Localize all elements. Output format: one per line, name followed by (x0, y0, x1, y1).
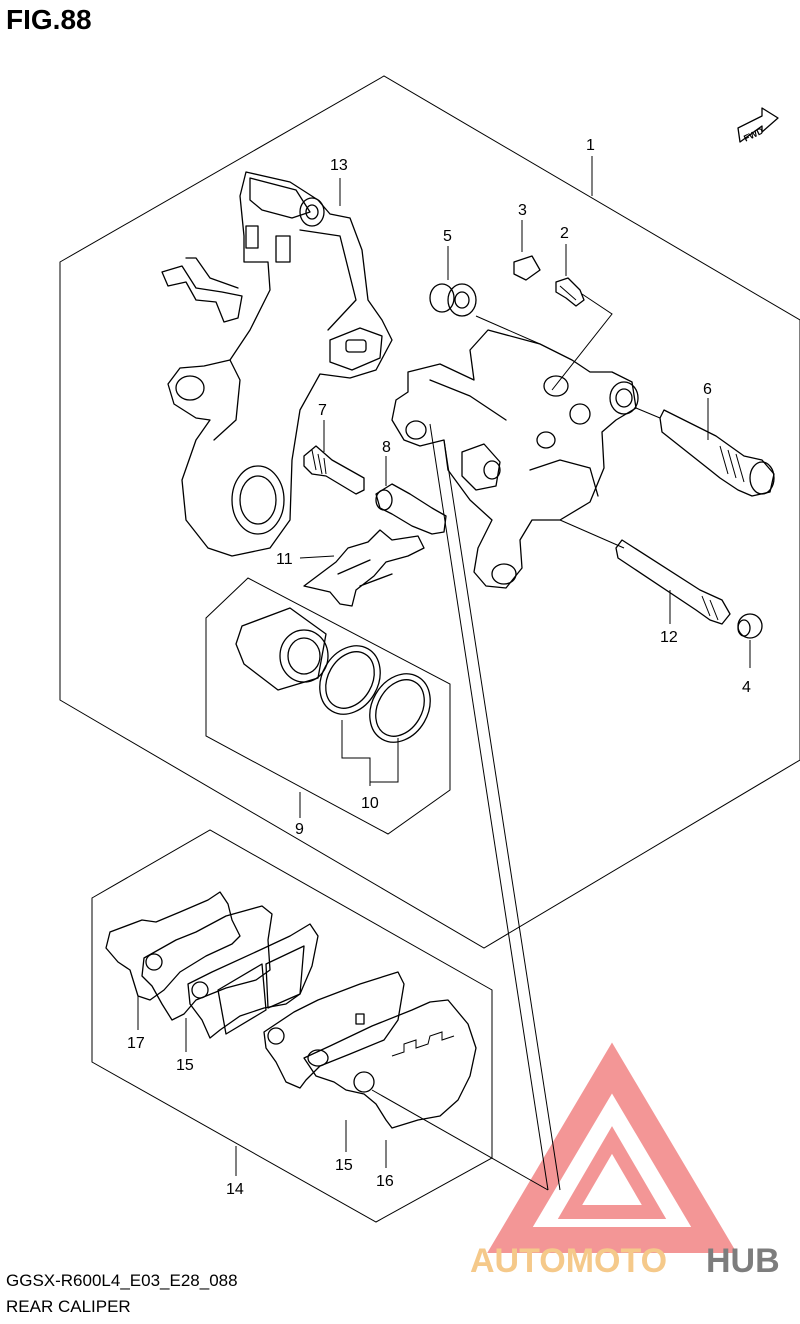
bracket-clip (161, 257, 243, 323)
bolt-7 (303, 445, 365, 495)
callout-5: 5 (443, 228, 452, 245)
callout-13: 13 (330, 157, 348, 174)
callout-16: 16 (376, 1173, 394, 1190)
callout-12: 12 (660, 629, 678, 646)
pad-spring-11 (303, 529, 425, 607)
shim-16 (303, 999, 477, 1129)
cap-3 (513, 255, 541, 281)
callout-3: 3 (518, 202, 527, 219)
rubber-cap-4 (737, 613, 763, 639)
brake-pad-middle (187, 923, 319, 1039)
callout-17: 17 (127, 1035, 145, 1052)
watermark-wordmark: AUTOMOTO HUB (470, 1242, 780, 1280)
brake-pad-15-lower (263, 971, 405, 1089)
callout-2: 2 (560, 225, 569, 242)
brand-part2: HUB (706, 1242, 780, 1280)
boot-5 (429, 283, 477, 317)
callout-labels: 1 2 3 4 5 6 7 8 9 10 11 12 13 14 15 15 1… (127, 137, 751, 1198)
figure-title: FIG.88 (6, 4, 92, 35)
pad-group-outline-14 (91, 829, 493, 1223)
piston-9 (235, 607, 329, 691)
callout-14: 14 (226, 1181, 244, 1198)
callout-8: 8 (382, 439, 391, 456)
slide-pin-6 (659, 409, 775, 497)
watermark-logo (487, 1042, 737, 1253)
shim-17 (105, 891, 241, 1001)
bushing-8 (375, 483, 447, 535)
callout-11: 11 (276, 551, 293, 568)
figure-code: GGSX-R600L4_E03_E28_088 (6, 1271, 238, 1290)
piston-group-outline-9 (205, 577, 451, 835)
callout-10: 10 (361, 795, 379, 812)
bleeder-screw-2 (555, 277, 585, 307)
leader-lines (137, 156, 751, 1191)
callout-15-upper: 15 (176, 1057, 194, 1074)
brake-pad-15-upper (141, 905, 273, 1021)
brand-part1: AUTOMOTO (470, 1242, 667, 1280)
callout-9: 9 (295, 821, 304, 838)
figure-name: REAR CALIPER (6, 1297, 131, 1316)
fwd-direction-icon: FWD (737, 107, 779, 144)
assembly-outline-1 (59, 75, 800, 949)
callout-1: 1 (586, 137, 595, 154)
slide-pin-12 (615, 539, 731, 625)
caliper-body (391, 329, 639, 589)
callout-15-lower: 15 (335, 1157, 353, 1174)
piston-seals-10 (319, 645, 431, 743)
caliper-bracket-13 (167, 171, 393, 557)
callout-6: 6 (703, 381, 712, 398)
callout-4: 4 (742, 679, 751, 696)
callout-7: 7 (318, 402, 327, 419)
